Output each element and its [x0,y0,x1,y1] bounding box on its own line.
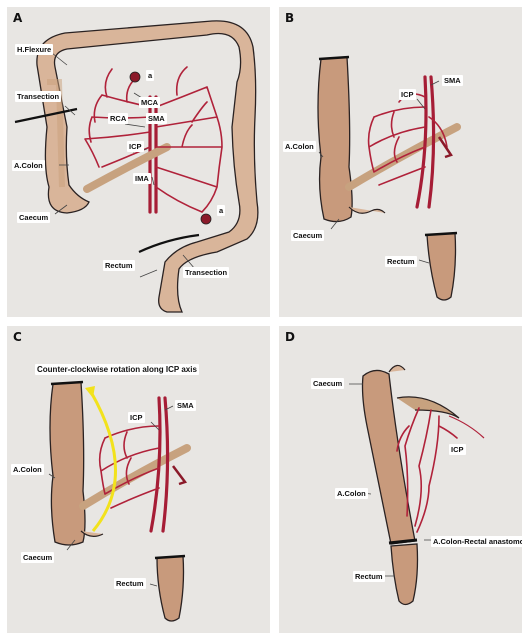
label-anastomosis: A.Colon-Rectal anastomosis [431,536,522,547]
label-ima: IMA [133,173,151,184]
panel-d-drawing [279,326,522,633]
vessel-end-c [173,466,185,484]
panel-b-letter: B [285,11,294,25]
label-icp-c: ICP [128,412,145,423]
vessel-network-a [85,67,222,212]
panel-a-letter: A [13,11,22,25]
label-sma-b: SMA [442,75,463,86]
label-icp-d: ICP [449,444,466,455]
marker-a-bottom [201,214,211,224]
label-caecum-d: Caecum [311,378,344,389]
rectum-shape-c [157,556,184,621]
label-rectum-b: Rectum [385,256,417,267]
panel-c: C Counter-clockwise rotation along ICP a… [7,326,270,633]
ileum-d [397,397,459,418]
label-a-bottom: a [217,205,225,216]
label-h-flexure: H.Flexure [15,44,53,55]
label-rectum-c: Rectum [114,578,146,589]
label-caecum-b: Caecum [291,230,324,241]
rectum-shape-b [427,233,456,300]
a-colon-shape-c [50,382,85,545]
caecum-appendix-d [389,365,405,372]
a-colon-shape-b [318,57,352,222]
label-a-colon-b: A.Colon [283,141,316,152]
label-rca: RCA [108,113,128,124]
panel-d-letter: D [285,330,295,344]
label-a-colon: A.Colon [12,160,45,171]
label-rectum: Rectum [103,260,135,271]
panel-b: B ICP SMA A.Colon Caecum Rectum [279,7,522,317]
panel-c-letter: C [13,330,22,344]
label-sma-c: SMA [175,400,196,411]
marker-a-top [130,72,140,82]
panel-d: D Caecum ICP A.Colon A.Colon-Rectal anas… [279,326,522,633]
label-transection-bottom: Transection [183,267,229,278]
label-caecum-c: Caecum [21,552,54,563]
label-rectum-d: Rectum [353,571,385,582]
label-icp-b: ICP [399,89,416,100]
label-icp: ICP [127,141,144,152]
label-mca: MCA [139,97,160,108]
rectum-shape-d [391,544,418,605]
panel-a: A H.Flexure a Transection MCA RCA SMA IC… [7,7,270,317]
label-a-top: a [146,70,154,81]
label-a-colon-d: A.Colon [335,488,368,499]
caecum-appendix-b [349,207,385,213]
label-rotation: Counter-clockwise rotation along ICP axi… [35,364,199,375]
rotation-arrow [91,392,116,531]
panel-b-drawing [279,7,522,317]
label-caecum: Caecum [17,212,50,223]
label-transection-top: Transection [15,91,61,102]
label-sma: SMA [146,113,167,124]
label-a-colon-c: A.Colon [11,464,44,475]
